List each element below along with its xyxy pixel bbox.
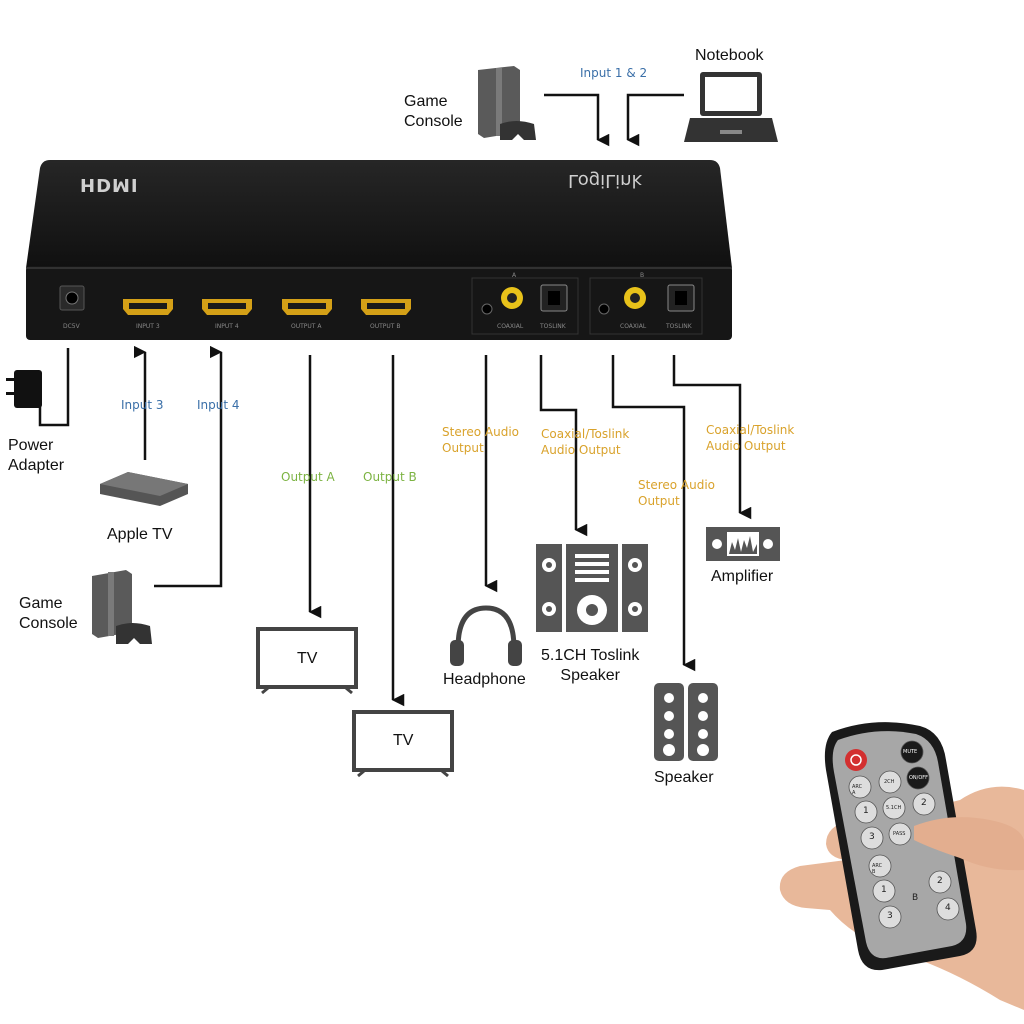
line-toslink-speaker xyxy=(539,355,588,537)
notebook-icon xyxy=(684,72,778,142)
port-label-toslink-b: TOSLINK xyxy=(666,323,692,330)
label-stereo-audio-output-1: Stereo Audio Output xyxy=(442,425,520,455)
remote-btn-1b: 1 xyxy=(881,885,887,895)
line-input-2 xyxy=(626,93,684,147)
label-tv-a: TV xyxy=(297,650,318,667)
port-label-group-a: A xyxy=(512,272,517,279)
label-stereo-audio-output-2: Stereo Audio Output xyxy=(638,478,716,508)
port-label-coaxial-a: COAXIAL xyxy=(497,323,524,330)
label-amplifier: Amplifier xyxy=(711,568,774,585)
remote-btn-2b: 2 xyxy=(937,876,943,886)
line-speaker xyxy=(611,355,696,672)
remote-thumb xyxy=(914,817,1024,871)
label-coaxial-toslink-output-2: Coaxial/Toslink Audio Output xyxy=(706,423,795,453)
remote-btn-mute: MUTE xyxy=(903,749,918,755)
label-output-b: Output B xyxy=(363,470,417,484)
remote-btn-arc-a: ARC A xyxy=(852,784,863,796)
game-console-top-icon xyxy=(478,66,536,140)
toslink-speaker-icon xyxy=(536,544,648,632)
remote-btn-pass: PASS xyxy=(893,831,906,837)
port-label-outputb: OUTPUT B xyxy=(370,323,401,330)
label-input-3: Input 3 xyxy=(121,398,164,412)
port-label-input4: INPUT 4 xyxy=(215,323,239,330)
dc-in-port xyxy=(59,285,85,311)
hdmi-port-output-b xyxy=(361,299,411,315)
label-notebook: Notebook xyxy=(695,47,764,64)
apple-tv-icon xyxy=(100,472,188,506)
label-input-4: Input 4 xyxy=(197,398,240,412)
logilink-logo: LogiLink xyxy=(568,170,643,191)
label-game-console-top: Game Console xyxy=(404,93,463,130)
label-input-1-2: Input 1 & 2 xyxy=(580,66,648,80)
remote-btn-3b: 3 xyxy=(887,911,893,921)
hdmi-port-output-a xyxy=(282,299,332,315)
remote-btn-arc-b: ARC B xyxy=(872,863,883,875)
label-toslink-speaker: 5.1CH Toslink Speaker xyxy=(541,647,640,684)
remote-btn-51ch: 5.1CH xyxy=(886,805,902,811)
line-input-4 xyxy=(154,345,223,588)
power-adapter-icon xyxy=(6,370,42,408)
line-amplifier xyxy=(672,355,752,520)
tv-a-icon xyxy=(256,627,358,695)
audio-group-a xyxy=(471,277,579,335)
label-power-adapter: Power Adapter xyxy=(8,437,65,474)
port-label-coaxial-b: COAXIAL xyxy=(620,323,647,330)
remote-btn-onoff: ON/OFF xyxy=(909,775,929,781)
speaker-icon xyxy=(654,683,718,761)
remote-btn-2a: 2 xyxy=(921,798,927,808)
connection-lines xyxy=(38,93,752,707)
port-label-group-b: B xyxy=(640,272,645,279)
label-output-a: Output A xyxy=(281,470,335,484)
label-game-console-bottom: Game Console xyxy=(19,595,78,632)
hdmi-port-input-3 xyxy=(123,299,173,315)
port-label-dcin: DC5V xyxy=(63,323,80,330)
remote-btn-2ch: 2CH xyxy=(884,779,895,785)
headphone-icon xyxy=(450,605,522,666)
game-console-bottom-icon xyxy=(92,570,152,644)
line-power xyxy=(38,348,70,427)
remote-btn-1a: 1 xyxy=(863,806,869,816)
label-coaxial-toslink-output-1: Coaxial/Toslink Audio Output xyxy=(541,427,630,457)
label-speaker: Speaker xyxy=(654,769,714,786)
audio-group-b xyxy=(589,277,703,335)
remote-btn-3a: 3 xyxy=(869,832,875,842)
amplifier-icon xyxy=(706,527,780,561)
label-headphone: Headphone xyxy=(443,671,526,688)
hdmi-port-input-4 xyxy=(202,299,252,315)
remote-btn-4b: 4 xyxy=(945,903,951,913)
port-label-toslink-a: TOSLINK xyxy=(540,323,566,330)
remote-buttons xyxy=(848,740,960,929)
hdmi-logo: HDMI xyxy=(80,174,139,195)
port-label-outputa: OUTPUT A xyxy=(291,323,322,330)
port-label-input3: INPUT 3 xyxy=(136,323,160,330)
label-apple-tv: Apple TV xyxy=(107,526,173,543)
tv-b-icon xyxy=(352,710,454,778)
label-tv-b: TV xyxy=(393,732,414,749)
line-input-1 xyxy=(544,93,610,147)
remote-group-label-b: B xyxy=(912,893,919,903)
